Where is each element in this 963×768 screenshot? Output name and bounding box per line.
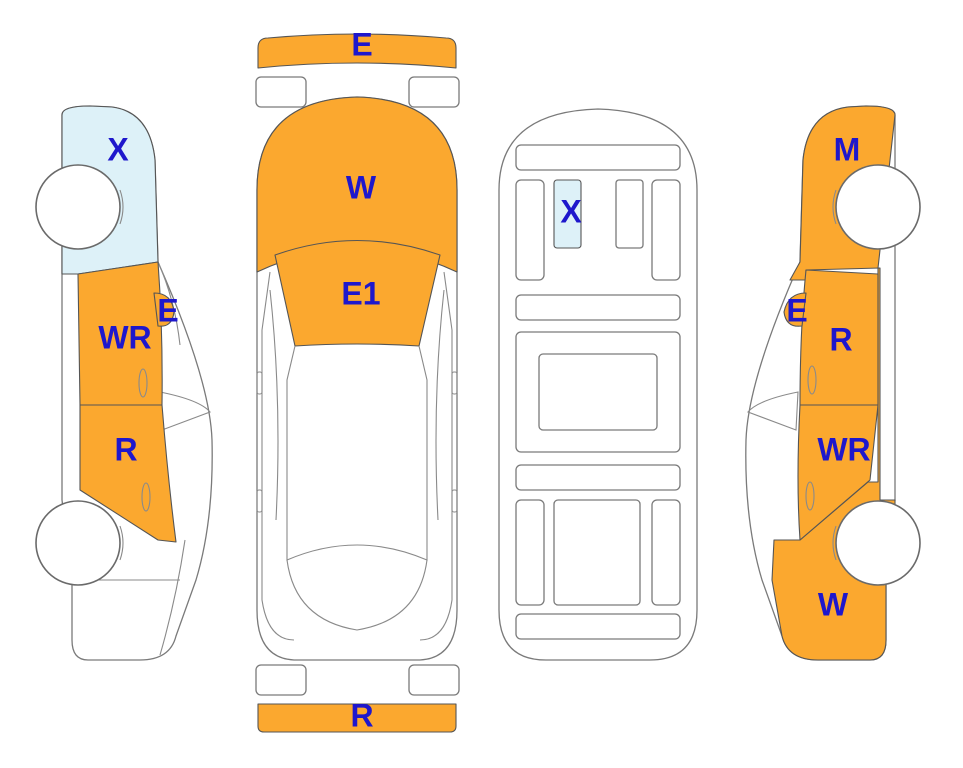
left-rear-door-part[interactable] bbox=[79, 404, 177, 543]
right-rear-door-part[interactable] bbox=[797, 404, 879, 541]
left-fender-label: X bbox=[107, 131, 129, 167]
left-front-wheel bbox=[35, 164, 121, 250]
headlight-left bbox=[255, 76, 307, 108]
left-rear-door-label: R bbox=[114, 431, 137, 467]
front-bumper-label: E bbox=[351, 26, 372, 62]
left-mirror-label: E bbox=[157, 292, 178, 328]
taillight-left bbox=[255, 664, 307, 696]
windshield-label: E1 bbox=[341, 275, 380, 311]
right-front-door-label: R bbox=[829, 321, 852, 357]
hood-label: W bbox=[346, 169, 377, 205]
sunroof-part[interactable] bbox=[553, 179, 582, 249]
right-quarter-panel-label: W bbox=[818, 586, 849, 622]
left-mirror-part[interactable] bbox=[153, 292, 175, 327]
right-mirror-label: E bbox=[786, 292, 807, 328]
windshield-part[interactable] bbox=[274, 239, 441, 347]
right-rear-wheel bbox=[835, 500, 921, 586]
sunroof-label: X bbox=[560, 193, 582, 229]
left-front-door-label: WR bbox=[98, 319, 151, 355]
right-rear-door-label: WR bbox=[817, 431, 870, 467]
right-mirror-part[interactable] bbox=[783, 292, 807, 327]
right-front-wheel bbox=[835, 164, 921, 250]
taillight-right bbox=[408, 664, 460, 696]
rear-bumper-label: R bbox=[350, 697, 373, 733]
right-fender-label: M bbox=[834, 131, 861, 167]
left-rear-wheel bbox=[35, 500, 121, 586]
headlight-right bbox=[408, 76, 460, 108]
rear-bumper-part[interactable] bbox=[257, 703, 457, 733]
front-bumper-part[interactable] bbox=[257, 33, 457, 69]
